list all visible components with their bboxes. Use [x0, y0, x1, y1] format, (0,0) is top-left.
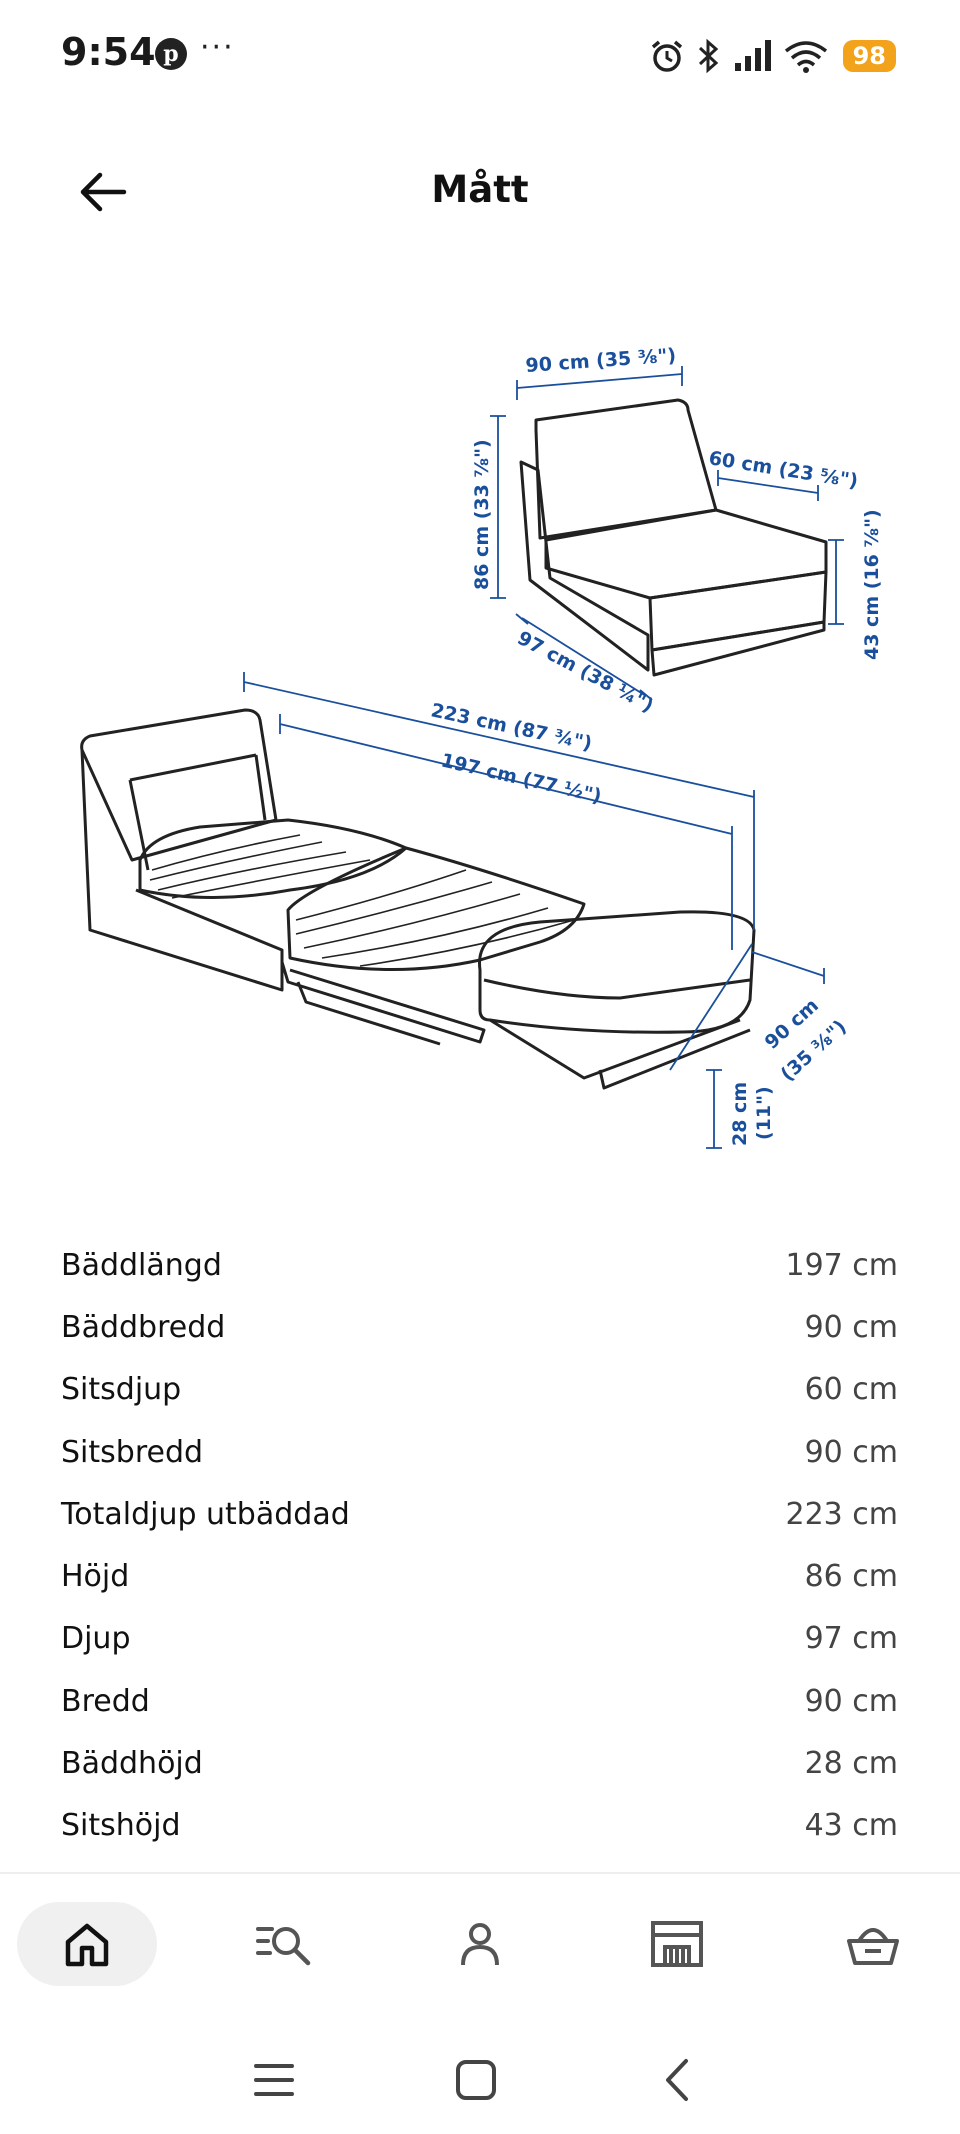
bed-ottoman-seam [483, 978, 751, 1000]
spec-value: 28 cm [804, 1746, 898, 1782]
recent-apps-button[interactable] [234, 2050, 314, 2110]
chair-width-label: 90 cm (35 ⅜") [525, 345, 677, 377]
spec-value: 90 cm [804, 1309, 898, 1345]
chair-seat-top [544, 508, 828, 600]
spec-row: Djup 97 cm [61, 1608, 898, 1670]
spec-row: Sitsdjup 60 cm [61, 1359, 898, 1421]
chair-backrest [534, 398, 718, 540]
top-bar: Mått [0, 140, 960, 240]
status-bar: 9:54 p ··· 98 [0, 0, 960, 110]
arrow-left-icon [80, 172, 127, 212]
spec-row: Bredd 90 cm [61, 1670, 898, 1732]
alarm-icon [651, 40, 682, 72]
bed-frame-rails [280, 961, 486, 1046]
chair-seat-front [648, 570, 828, 652]
spec-row: Bäddbredd 90 cm [61, 1296, 898, 1358]
spec-value: 90 cm [804, 1434, 898, 1470]
more-notifications-icon: ··· [200, 30, 235, 65]
spec-label: Djup [61, 1621, 131, 1657]
spec-list: Bäddlängd 197 cm Bäddbredd 90 cm Sitsdjup 6… [61, 1234, 898, 1857]
nav-profile[interactable] [410, 1902, 550, 1986]
spec-value: 86 cm [804, 1559, 898, 1595]
spec-label: Sitshöjd [61, 1808, 181, 1844]
back-button[interactable] [68, 162, 138, 222]
spec-label: Sitsdjup [61, 1372, 182, 1408]
search-list-icon [256, 1927, 311, 1966]
bed-back-inner [128, 753, 267, 871]
store-icon [651, 1921, 703, 1967]
status-time: 9:54 [61, 30, 156, 74]
home-system-button[interactable] [436, 2050, 516, 2110]
spec-row: Sitsbredd 90 cm [61, 1421, 898, 1483]
bed-slats-2 [295, 869, 575, 967]
battery-icon: 98 [842, 40, 896, 72]
chair-height-label: 86 cm (33 ⅞") [471, 439, 493, 590]
nav-store[interactable] [607, 1902, 747, 1986]
bed-mattress-2 [286, 846, 586, 971]
spec-row: Bäddlängd 197 cm [61, 1234, 898, 1296]
seat-depth-label: 60 cm (23 ⅝") [707, 447, 859, 492]
spec-row: Bäddhöjd 28 cm [61, 1732, 898, 1794]
bed-slats-1 [149, 834, 371, 899]
profile-icon [461, 1923, 499, 1966]
total-depth-label: 223 cm (87 ¾") [429, 699, 594, 755]
bluetooth-icon [698, 38, 718, 74]
page-title: Mått [431, 168, 529, 211]
back-chevron-icon [666, 2059, 688, 2101]
spec-label: Bäddhöjd [61, 1746, 203, 1782]
spec-value: 60 cm [804, 1372, 898, 1408]
spec-value: 90 cm [804, 1683, 898, 1719]
bed-ottoman [478, 910, 756, 1034]
nav-basket[interactable] [803, 1902, 943, 1986]
spec-value: 197 cm [785, 1247, 898, 1283]
home-square-icon [456, 2060, 496, 2100]
recent-apps-icon [254, 2064, 294, 2096]
spec-label: Totaldjup utbäddad [61, 1496, 350, 1532]
bed-height-in-label: (11") [753, 1086, 775, 1140]
home-icon [65, 1923, 109, 1967]
spec-label: Höjd [61, 1559, 130, 1595]
status-icons: 98 [649, 34, 896, 78]
spec-value: 43 cm [804, 1808, 898, 1844]
basket-icon [847, 1928, 899, 1965]
system-nav [0, 2020, 960, 2134]
signal-icon [734, 40, 771, 71]
bed-height-cm-label: 28 cm [729, 1082, 751, 1146]
chair-base [650, 620, 826, 677]
spec-label: Bredd [61, 1683, 150, 1719]
bed-mattress-1 [138, 818, 408, 899]
pinterest-icon: p [155, 38, 187, 70]
spec-label: Sitsbredd [61, 1434, 204, 1470]
spec-row: Totaldjup utbäddad 223 cm [61, 1483, 898, 1545]
seat-height-label: 43 cm (16 ⅞") [861, 509, 883, 660]
wifi-icon [784, 41, 827, 73]
spec-label: Bäddbredd [61, 1309, 226, 1345]
bottom-nav [0, 1872, 960, 2014]
bed-back-frame [80, 708, 278, 862]
spec-row: Sitshöjd 43 cm [61, 1795, 898, 1857]
nav-home[interactable] [17, 1902, 157, 1986]
spec-row: Höjd 86 cm [61, 1545, 898, 1607]
back-system-button[interactable] [638, 2050, 718, 2110]
chair-depth-label: 97 cm (38 ¼") [514, 627, 657, 717]
dimension-diagram: 90 cm (35 ⅜") 86 cm (33 ⅞") 60 cm (23 ⅝"… [80, 345, 883, 1149]
spec-value: 97 cm [804, 1621, 898, 1657]
spec-label: Bäddlängd [61, 1247, 222, 1283]
bed-left-base [80, 749, 284, 992]
nav-search[interactable] [214, 1902, 354, 1986]
bed-ottoman-base [489, 1018, 751, 1090]
spec-value: 223 cm [785, 1496, 898, 1532]
